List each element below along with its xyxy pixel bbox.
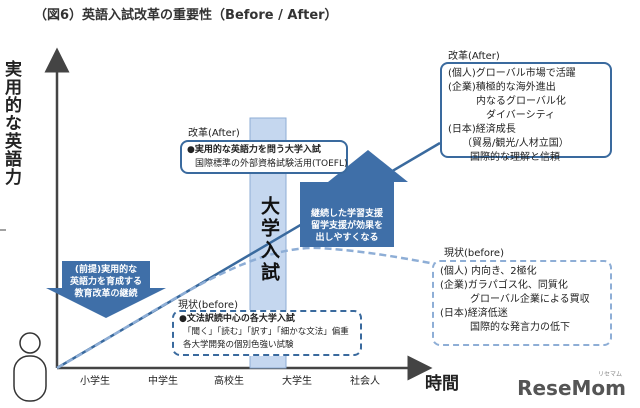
before-exam-box: ●文法訳読中心の各大学入試 「聞く」「読む」「訳す」「細かな文法」偏重 各大学開… xyxy=(172,310,362,356)
arrow-right-line: 出しやすくなる xyxy=(315,233,379,243)
before-outcome-line: (企業)ガラパゴス化、同質化 xyxy=(440,280,568,291)
after-exam-line: 国際標準の外部資格試験活用(TOEFL) xyxy=(195,159,348,169)
after-outcome-line: ダイバーシティ xyxy=(486,110,555,121)
after-outcome-line: （貿易/観光/人材立国） xyxy=(462,138,569,149)
diagram-title: （図6）英語入試改革の重要性（Before / After） xyxy=(34,8,338,23)
before-outcome-line: (個人) 内向き、2極化 xyxy=(440,266,537,277)
x-stage-adult: 社会人 xyxy=(350,376,380,387)
after-exam-line: ●実用的な英語力を問う大学入試 xyxy=(187,145,321,155)
resemom-logo: ReseMom xyxy=(517,376,626,400)
resemom-logo-sub: リセマム xyxy=(597,371,622,378)
before-outcome-line: (日本)経済低迷 xyxy=(440,308,508,319)
after-outcome-line: (日本)経済成長 xyxy=(448,124,516,135)
before-exam-line: 「聞く」「読む」「訳す」「細かな文法」偏重 xyxy=(183,327,349,337)
before-outcomes-box: (個人) 内向き、2極化 (企業)ガラパゴス化、同質化 グローバル企業による買収… xyxy=(432,260,612,346)
x-axis-label: 時間 xyxy=(425,374,459,394)
arrow-left-line: (前提)実用的な xyxy=(74,265,138,275)
arrow-left-line: 英語力を育成する xyxy=(69,277,142,287)
before-exam-heading: 現状(before) xyxy=(178,300,238,311)
after-outcome-line: 内なるグローバル化 xyxy=(476,96,566,107)
before-outcome-line: グローバル企業による買収 xyxy=(470,294,590,305)
before-growth-curve xyxy=(56,246,461,370)
after-outcome-line: (個人)グローバル市場で活躍 xyxy=(448,68,576,79)
after-exam-heading: 改革(After) xyxy=(188,128,240,139)
before-exam-line: 各大学開発の個別色強い試験 xyxy=(183,340,294,350)
after-outcome-line: (企業)積極的な海外進出 xyxy=(448,82,556,93)
arrow-right-line: 継続した学習支援 xyxy=(310,209,383,219)
x-stage-elementary: 小学生 xyxy=(80,376,110,387)
person-icon xyxy=(13,332,47,402)
x-stage-junior-high: 中学生 xyxy=(148,376,178,387)
arrow-left xyxy=(46,261,166,318)
after-exam-box: ●実用的な英語力を問う大学入試 国際標準の外部資格試験活用(TOEFL) xyxy=(180,140,348,174)
before-right-heading: 現状(before) xyxy=(444,248,504,259)
pillar-label: 大学入試 xyxy=(258,196,280,284)
x-stage-high-school: 高校生 xyxy=(214,376,244,387)
arrow-left-text: (前提)実用的な 英語力を育成する 教育改革の継続 xyxy=(60,264,152,300)
before-outcome-line: 国際的な発言力の低下 xyxy=(470,322,570,333)
arrow-right-text: 継続した学習支援 留学支援が効果を 出しやすくなる xyxy=(300,208,394,244)
after-outcome-line: 国際的な理解と信頼 xyxy=(470,152,560,163)
after-outcomes-box: (個人)グローバル市場で活躍 (企業)積極的な海外進出 内なるグローバル化 ダイ… xyxy=(440,62,612,163)
x-stage-university: 大学生 xyxy=(282,376,312,387)
arrow-right-body xyxy=(300,182,394,247)
arrow-right-line: 留学支援が効果を xyxy=(310,221,383,231)
y-axis-label: 実用的な英語力 xyxy=(1,60,21,186)
arrow-left-line: 教育改革の継続 xyxy=(74,289,138,299)
before-exam-line: ●文法訳読中心の各大学入試 xyxy=(179,314,295,324)
after-top-heading: 改革(After) xyxy=(448,51,500,62)
